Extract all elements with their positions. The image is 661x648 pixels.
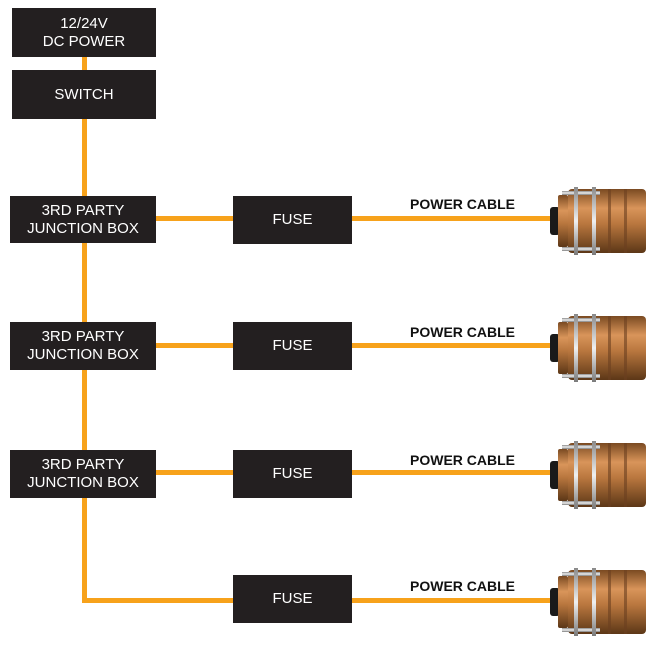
junction-box-3: 3RD PARTY JUNCTION BOX bbox=[10, 450, 156, 498]
power-cable-label-4: POWER CABLE bbox=[410, 578, 515, 594]
junction-box-line1: 3RD PARTY bbox=[41, 456, 125, 473]
fuse-label: FUSE bbox=[272, 211, 313, 228]
bronze-light-fixture-icon bbox=[550, 441, 646, 509]
junction-box-line2: JUNCTION BOX bbox=[27, 219, 139, 237]
junction-box-1: 3RD PARTY JUNCTION BOX bbox=[10, 196, 156, 243]
junction-box-line2: JUNCTION BOX bbox=[27, 346, 139, 363]
dc-power-line1: 12/24V bbox=[60, 14, 108, 32]
bronze-light-fixture-icon bbox=[550, 314, 646, 382]
power-cable-label-1: POWER CABLE bbox=[410, 196, 515, 212]
power-cable-label-2: POWER CABLE bbox=[410, 324, 515, 340]
fuse-label: FUSE bbox=[272, 590, 313, 607]
dc-power-line2: DC POWER bbox=[42, 32, 126, 50]
fuse-box-4: FUSE bbox=[233, 575, 352, 623]
bronze-light-fixture-icon bbox=[550, 568, 646, 636]
switch-label: SWITCH bbox=[54, 85, 114, 103]
fuse-label: FUSE bbox=[272, 465, 313, 482]
switch-box: SWITCH bbox=[12, 70, 156, 119]
power-cable-label-3: POWER CABLE bbox=[410, 452, 515, 468]
bronze-light-fixture-icon bbox=[550, 187, 646, 255]
junction-box-line2: JUNCTION BOX bbox=[27, 474, 139, 491]
junction-box-line1: 3RD PARTY bbox=[41, 201, 125, 219]
junction-box-2: 3RD PARTY JUNCTION BOX bbox=[10, 322, 156, 370]
dc-power-box: 12/24V DC POWER bbox=[12, 8, 156, 57]
junction-box-line1: 3RD PARTY bbox=[41, 328, 125, 345]
fuse-label: FUSE bbox=[272, 337, 313, 354]
fuse-box-1: FUSE bbox=[233, 196, 352, 244]
fuse-box-3: FUSE bbox=[233, 450, 352, 498]
fuse-box-2: FUSE bbox=[233, 322, 352, 370]
